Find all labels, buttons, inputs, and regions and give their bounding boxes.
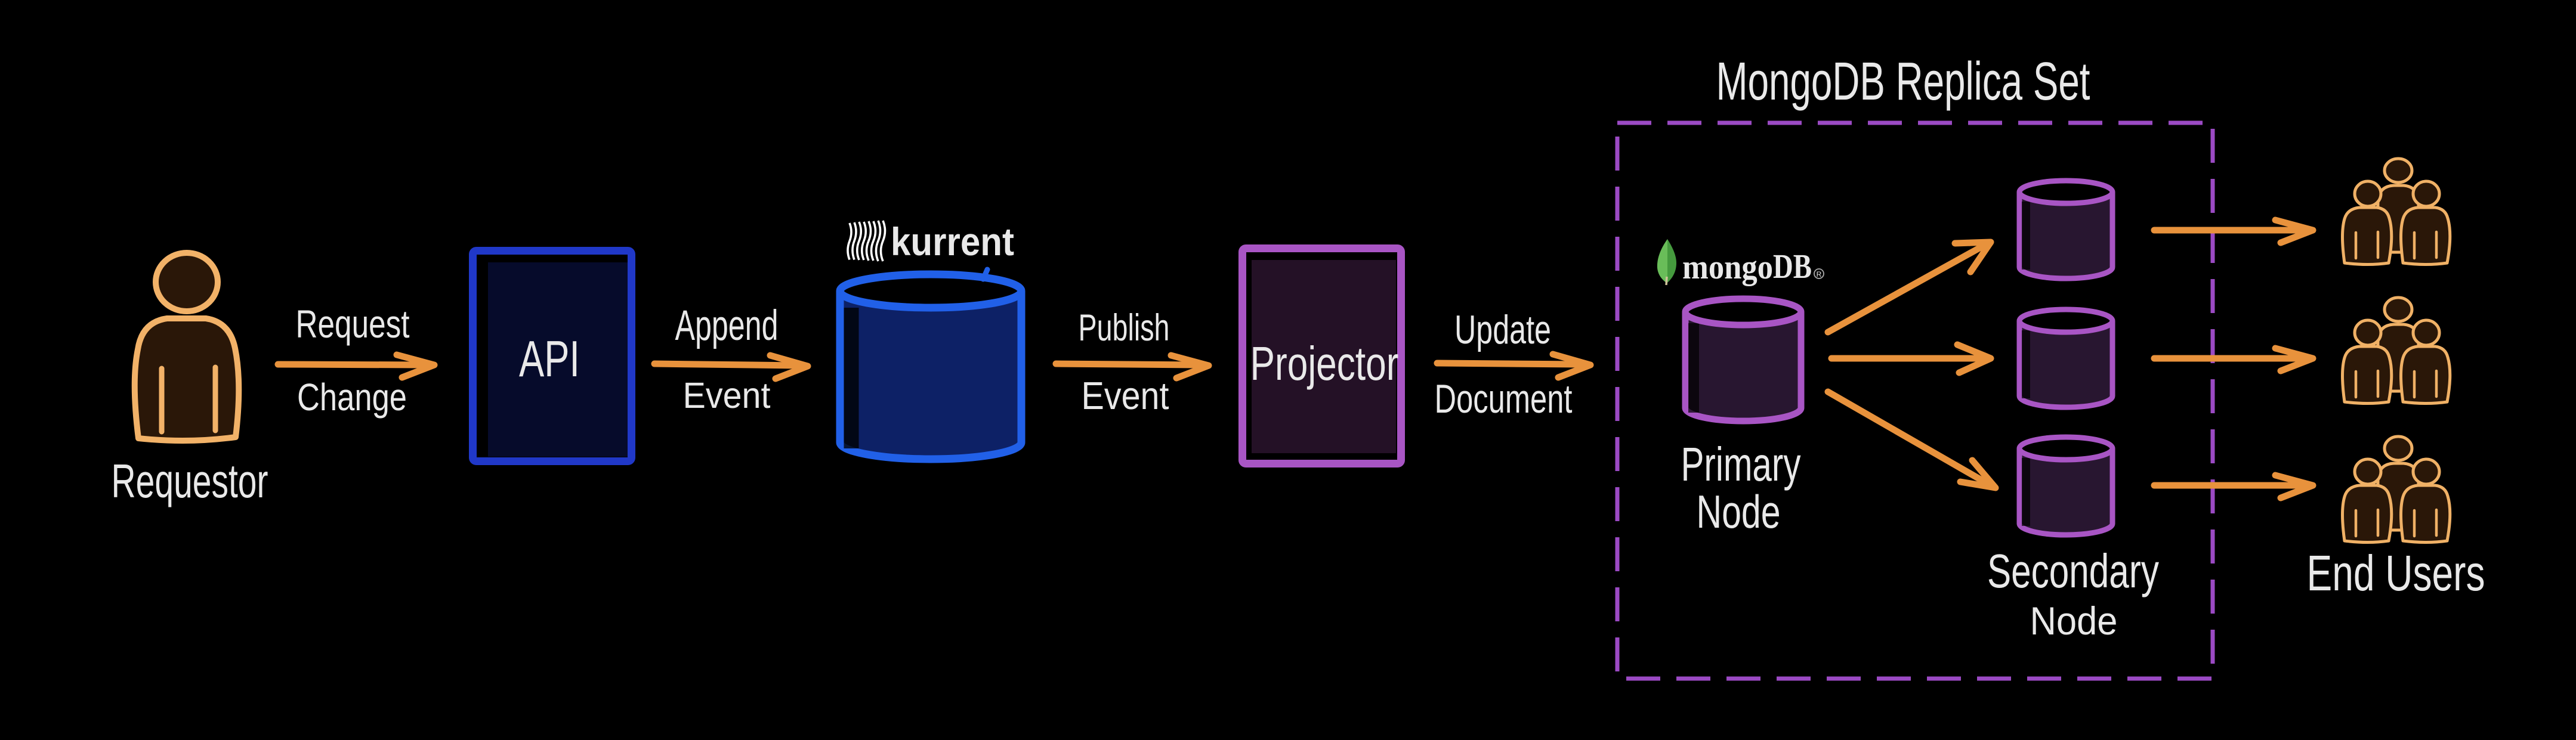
svg-text:mongo: mongo [1682,247,1773,286]
svg-text:Event: Event [683,375,771,416]
svg-text:Primary: Primary [1681,438,1801,491]
svg-text:Append: Append [675,302,779,349]
svg-text:DB: DB [1773,247,1812,286]
svg-text:Change: Change [297,376,407,419]
svg-text:Secondary: Secondary [1987,544,2159,597]
svg-text:Request: Request [296,302,410,346]
svg-text:Projector: Projector [1250,337,1399,390]
svg-text:Event: Event [1082,374,1169,417]
svg-text:Requestor: Requestor [112,454,268,507]
svg-text:End Users: End Users [2307,545,2485,601]
svg-text:Publish: Publish [1079,307,1170,349]
svg-text:MongoDB Replica Set: MongoDB Replica Set [1716,52,2090,112]
svg-text:Update: Update [1454,307,1551,352]
svg-text:API: API [519,331,580,388]
svg-text:Document: Document [1435,376,1573,422]
svg-text:Node: Node [2030,599,2118,643]
svg-text:R: R [1817,270,1822,278]
svg-text:kurrent: kurrent [891,219,1014,264]
svg-text:Node: Node [1697,485,1781,538]
